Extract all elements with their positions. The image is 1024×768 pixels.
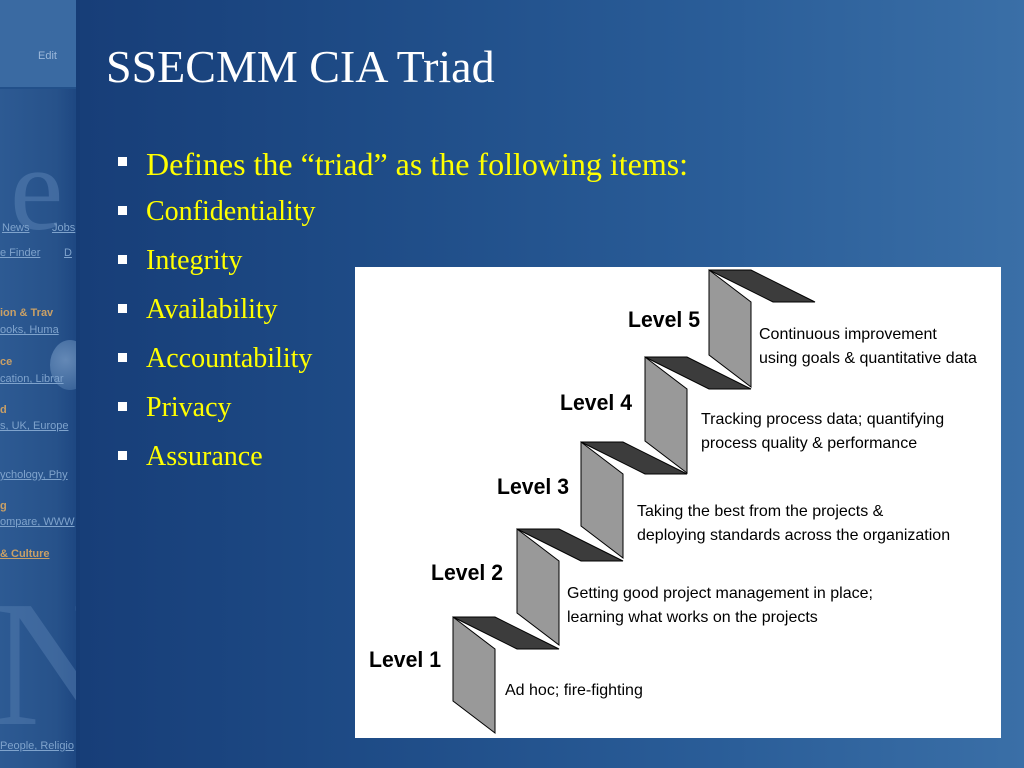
ghost-link: D [64,247,72,259]
level-label: Level 2 [431,560,503,585]
ghost-heading: ce [0,356,13,368]
step-tread [580,441,688,475]
bullet-item: Availability [118,296,688,324]
level-description: Getting good project management in place… [567,585,873,602]
ghost-link: People, Religio [0,740,74,752]
level-label: Level 5 [628,307,700,332]
step-riser [644,355,688,475]
ghost-logo-e: e [10,122,64,255]
bullet-item: Confidentiality [118,198,688,226]
square-bullet-icon [118,157,127,166]
bullet-item: Assurance [118,443,688,471]
bullet-item: Defines the “triad” as the following ite… [118,148,688,180]
ghost-heading: ion & Trav [0,307,54,319]
ghost-heading: d [0,404,7,416]
level-label: Level 1 [369,647,441,672]
ghost-link: e Finder [0,247,41,259]
step-riser [516,527,560,647]
ghost-link: News [2,222,30,234]
square-bullet-icon [118,206,127,215]
ghost-link: s, UK, Europe [0,420,69,432]
level-description: Continuous improvement [759,326,937,343]
ghost-logo-n: N [0,564,80,763]
step-riser [580,440,624,560]
level-description: Tracking process data; quantifying [701,411,944,428]
ghost-link: ychology, Phy [0,469,68,481]
step-tread [644,356,752,390]
ghost-globe-icon [50,340,80,390]
bullet-item: Integrity [118,247,688,275]
ghost-toolbar [0,0,80,89]
bullet-list: Defines the “triad” as the following ite… [118,148,688,492]
level-description: deploying standards across the organizat… [637,527,950,544]
ghost-link: cation, Librar [0,373,64,385]
square-bullet-icon [118,353,127,362]
square-bullet-icon [118,402,127,411]
step-tread [516,528,624,562]
level-description: learning what works on the projects [567,609,818,626]
bullet-item: Privacy [118,394,688,422]
level-label: Level 4 [560,390,633,415]
ghost-heading: & Culture [0,548,50,560]
level-description: Ad hoc; fire-fighting [505,682,643,699]
bullet-item: Accountability [118,345,688,373]
square-bullet-icon [118,255,127,264]
ghost-link: ooks, Huma [0,324,59,336]
level-description: process quality & performance [701,435,917,452]
staircase-svg: Level 1 Ad hoc; fire-fighting Level 2 Getti… [369,268,977,735]
ghost-heading: g [0,500,7,512]
slide-title: SSECMM CIA Triad [106,41,495,92]
ghost-edit-label: Edit [38,50,57,62]
ghost-link: ompare, WWW [0,516,75,528]
level-description: Taking the best from the projects & [637,503,884,520]
step-tread [708,269,816,303]
level-description: using goals & quantitative data [759,350,977,367]
background-browser-ghost: Edit e News Jobs e Finder D ion & Trav o… [0,0,80,768]
step-tread [452,616,560,650]
square-bullet-icon [118,304,127,313]
maturity-staircase-diagram: Level 1 Ad hoc; fire-fighting Level 2 Getti… [355,267,1001,738]
step-riser [708,268,752,389]
square-bullet-icon [118,451,127,460]
ghost-link: Jobs [52,222,76,234]
step-riser [452,615,496,735]
level-label: Level 3 [497,474,569,499]
